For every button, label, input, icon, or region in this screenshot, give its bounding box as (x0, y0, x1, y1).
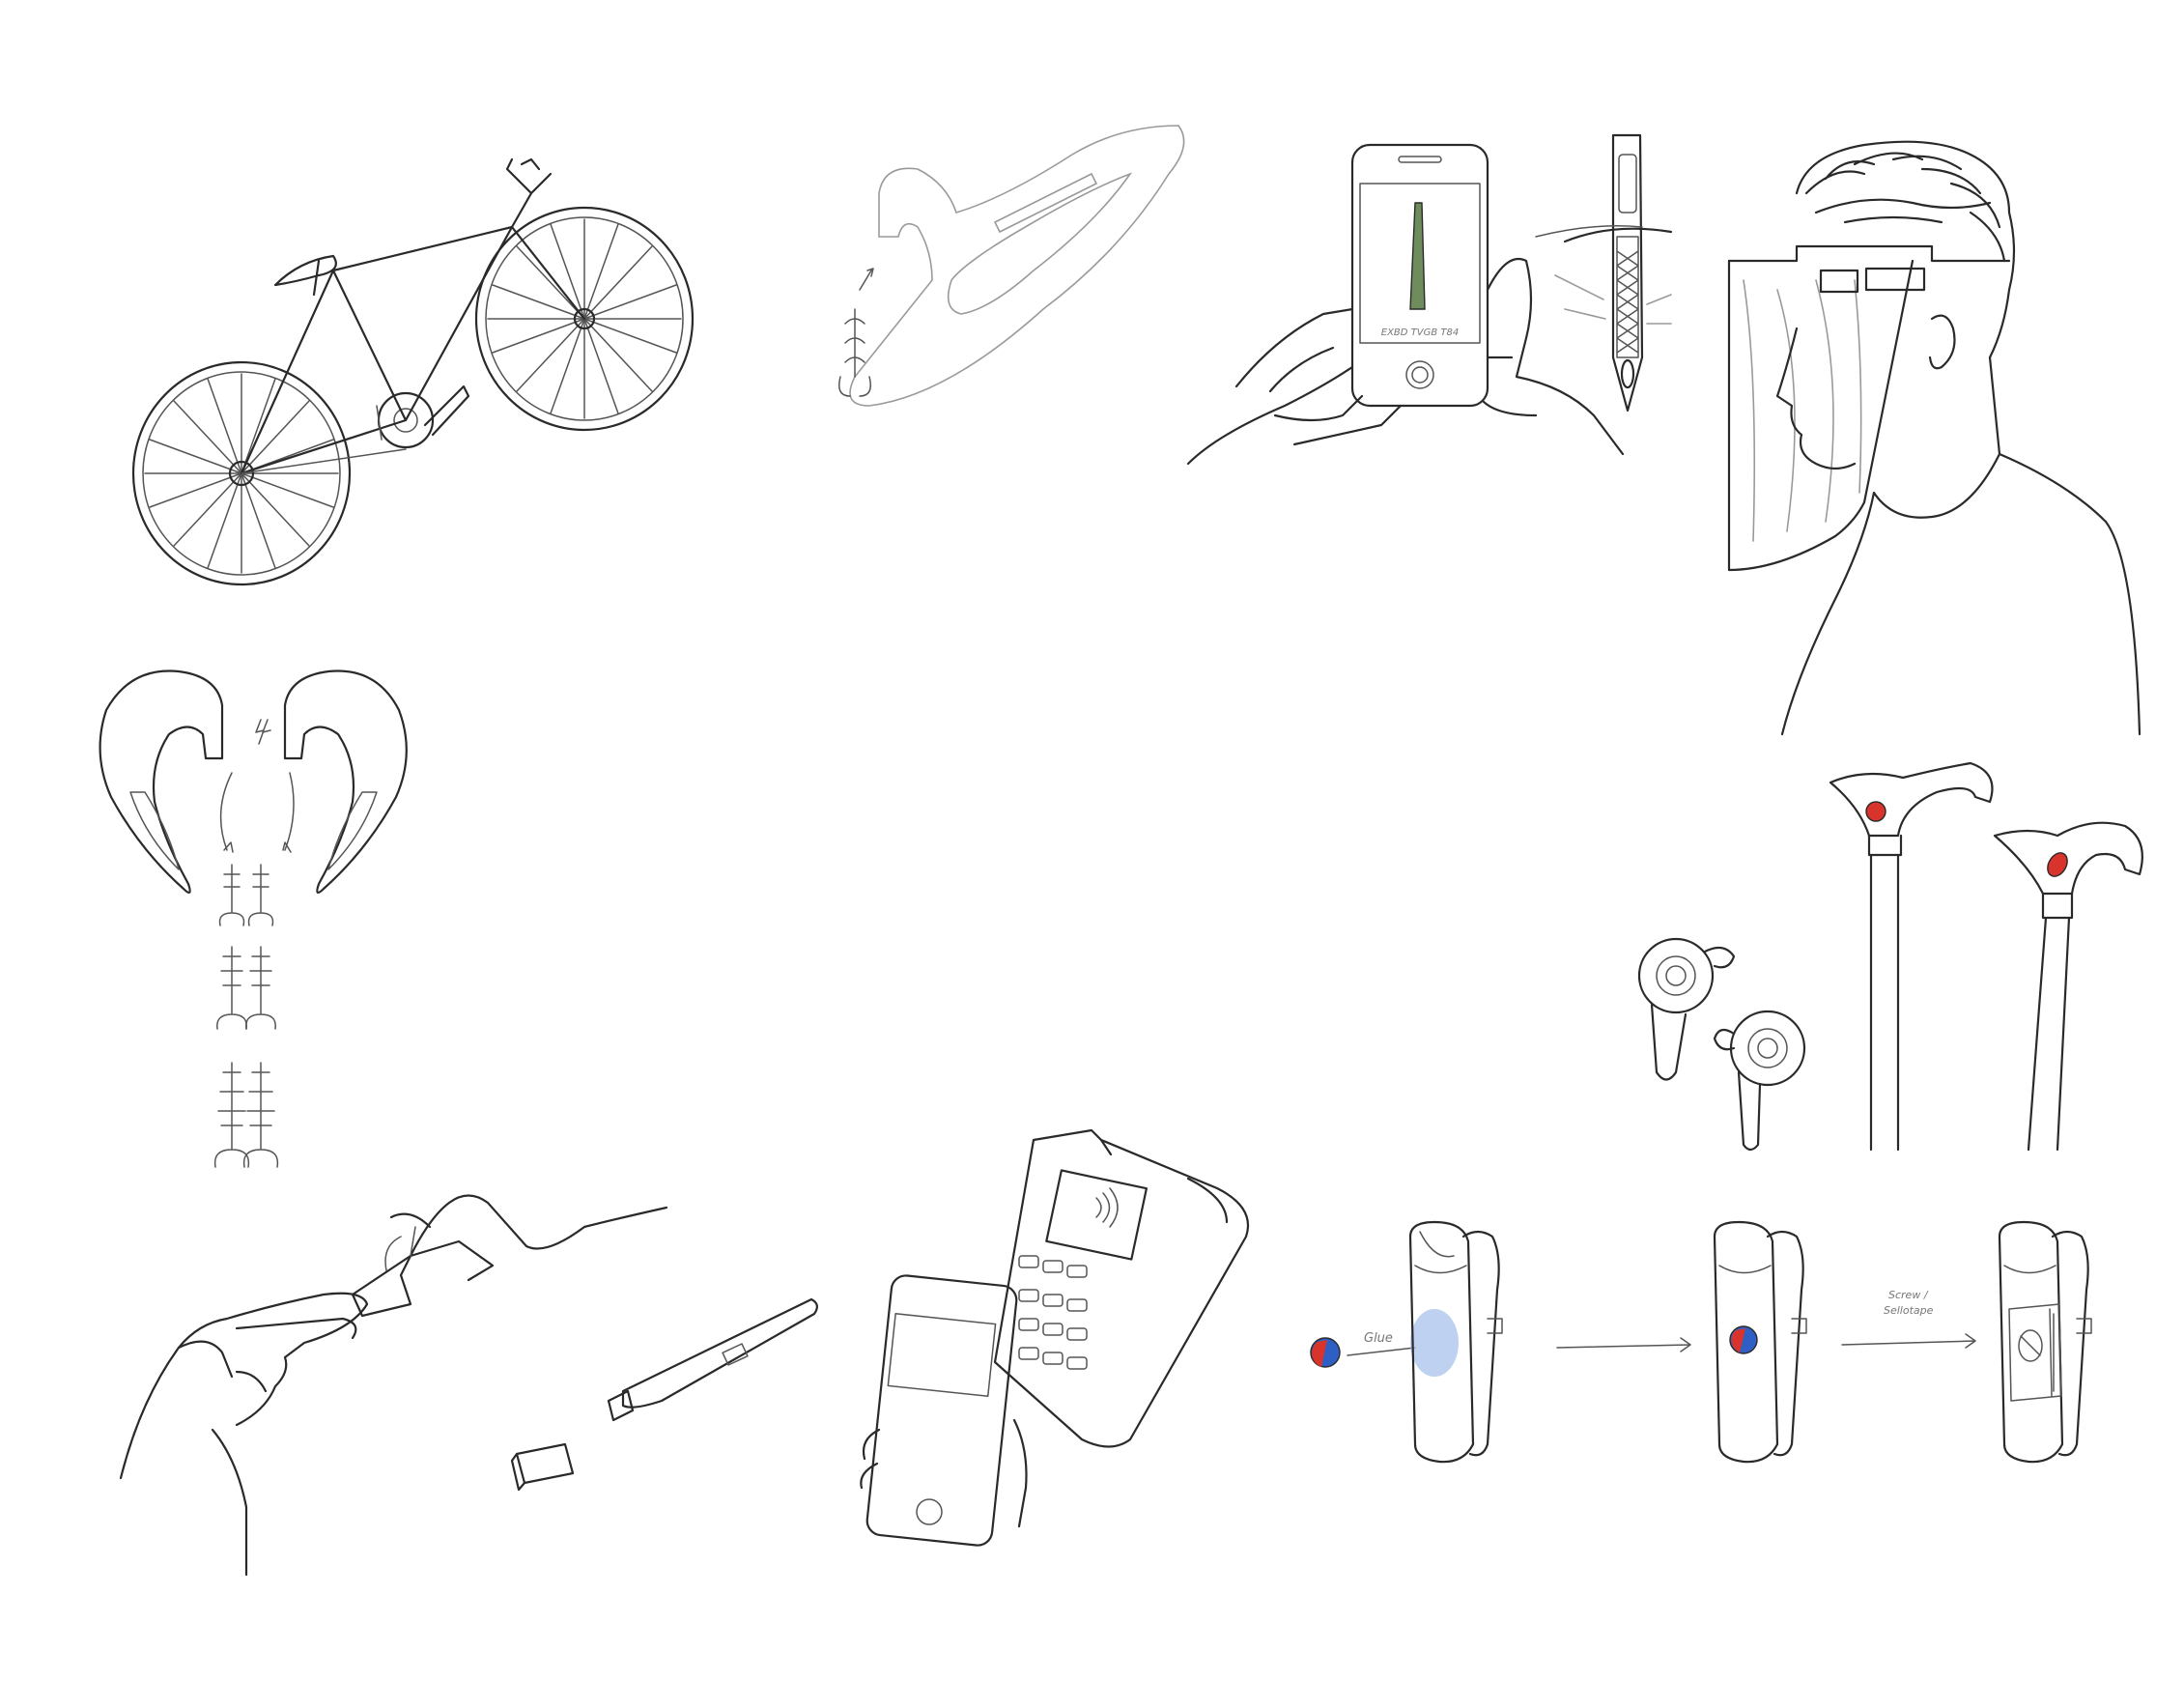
clip-step-2 (1705, 1220, 1840, 1473)
clip-step-1: Glue (1304, 1220, 1565, 1473)
face-shield-person-icon (1727, 140, 2141, 736)
earbuds-sketch (1632, 927, 1826, 1159)
test-stick-sketch (1535, 130, 1690, 420)
hands-holding-phone-icon: EXBD TVGB T84 (1186, 143, 1673, 466)
ear-hook-sketch (802, 116, 1207, 415)
earbuds-icon (1637, 937, 1806, 1152)
ear-hooks-with-tips-icon (99, 669, 408, 1168)
ear-hook-icon (838, 125, 1185, 407)
clip-magnet-icon: Glue (1310, 1220, 1503, 1464)
walking-cane-icon (1829, 761, 2143, 1152)
payment-sketch (850, 1121, 1265, 1555)
strip-application-sketch (119, 1111, 826, 1577)
arrow-icon: Screw / Sellotape (1841, 1289, 1976, 1349)
bicycle-sketch (126, 116, 715, 599)
clip-magnet-icon (1713, 1220, 1807, 1464)
clip-glue-label: Glue (1364, 1331, 1393, 1346)
clip-screw-label-2: Sellotape (1884, 1304, 1934, 1317)
bicycle-icon (131, 157, 695, 586)
clip-arrow-1 (1555, 1333, 1700, 1362)
clip-magnet-icon (1998, 1220, 2092, 1464)
ear-hooks-kit-sketch (92, 667, 420, 1179)
canes-sketch (1826, 758, 2154, 1164)
payment-terminal-icon (860, 1128, 1250, 1547)
test-stick-icon (1535, 133, 1672, 413)
arrow-icon (1556, 1337, 1691, 1352)
clip-arrow-2: Screw / Sellotape (1840, 1285, 1985, 1362)
phone-screen-text: EXBD TVGB T84 (1381, 327, 1459, 338)
clip-step-3 (1990, 1220, 2125, 1473)
hands-applying-strip-icon (119, 1194, 818, 1577)
face-shield-sketch (1700, 135, 2154, 736)
clip-screw-label-1: Screw / (1888, 1289, 1929, 1301)
phone-scan-sketch: EXBD TVGB T84 (1178, 135, 1681, 483)
